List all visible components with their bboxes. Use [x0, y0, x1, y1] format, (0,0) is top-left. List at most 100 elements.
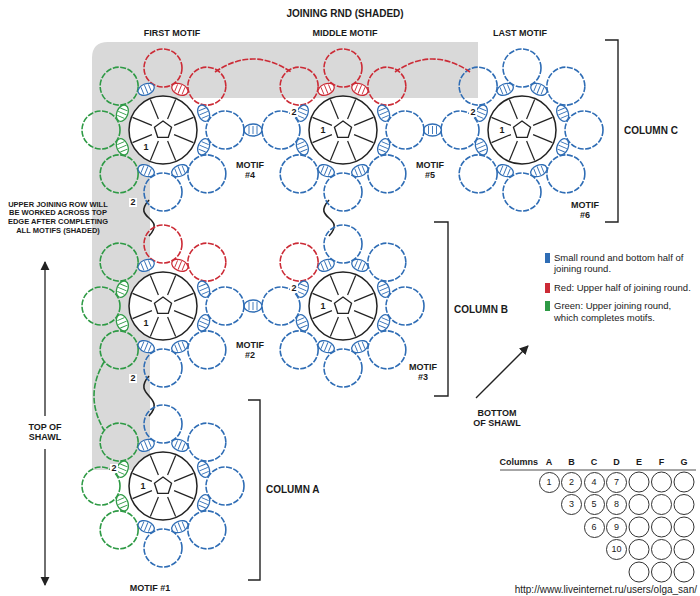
cluster-outline	[114, 103, 131, 123]
stitch-stroke	[300, 149, 307, 152]
stitch-stroke	[362, 342, 365, 349]
stitch-stroke	[175, 260, 178, 267]
stitch-stroke	[120, 149, 127, 152]
stitch-stroke	[476, 142, 483, 145]
stitch-stroke	[324, 85, 327, 93]
table-header: Columns	[499, 457, 538, 467]
motif-order-circle: 8	[606, 494, 627, 515]
stitch-stroke	[182, 166, 185, 173]
cluster-stitch	[170, 437, 190, 454]
stitch-stroke	[321, 263, 324, 270]
chain-loop	[188, 243, 226, 281]
cluster-stitch	[170, 338, 190, 355]
spoke-stitch	[509, 141, 517, 160]
cluster-outline	[170, 437, 190, 454]
stitch-stroke	[298, 287, 306, 290]
chain-loop	[144, 529, 182, 567]
cluster-stitch	[136, 518, 156, 535]
spoke-stitch	[330, 100, 338, 119]
cluster-stitch	[529, 81, 549, 98]
stitch-stroke	[503, 85, 506, 93]
stitch-stroke	[141, 263, 144, 270]
join-cluster	[424, 124, 442, 136]
empty-motif-slot	[674, 495, 694, 515]
cluster-outline	[114, 313, 131, 333]
cluster-stitch	[114, 137, 131, 157]
order-number: 5	[591, 500, 596, 509]
cluster-stitch	[170, 518, 190, 535]
spoke-stitch	[174, 117, 193, 125]
cluster-outline	[170, 338, 190, 355]
spoke-stitch	[354, 311, 373, 319]
chain-loop	[368, 243, 406, 281]
cluster-outline	[316, 257, 336, 274]
chain-loop	[100, 155, 138, 193]
stitch-stroke	[144, 441, 147, 449]
cluster-outline	[170, 518, 190, 535]
center-ring	[129, 452, 197, 520]
motif-order-circle: 7	[606, 472, 627, 493]
stitch-stroke	[355, 260, 358, 267]
stitch-stroke	[117, 471, 124, 474]
cluster-stitch	[170, 257, 190, 274]
stitch-stroke	[117, 498, 124, 501]
direction-label: TOP OF SHAWL	[19, 422, 71, 443]
stitch-stroke	[175, 169, 178, 176]
spoke-stitch	[348, 100, 356, 119]
stitch-stroke	[477, 111, 485, 114]
cluster-outline	[136, 338, 156, 355]
callout-number: 1	[319, 126, 326, 135]
spoke-stitch	[330, 276, 338, 295]
cluster-stitch	[375, 137, 392, 157]
spoke-stitch	[133, 293, 152, 301]
cluster-outline	[195, 279, 212, 299]
stitch-stroke	[382, 115, 389, 118]
spoke-stitch	[133, 117, 152, 125]
stitch-stroke	[534, 169, 537, 176]
stitch-stroke	[144, 522, 147, 530]
stitch-stroke	[297, 115, 304, 118]
callout-number: 2	[290, 108, 297, 117]
cluster-outline	[495, 81, 515, 98]
spoke-stitch	[133, 473, 152, 481]
empty-motif-slot	[652, 540, 672, 560]
spoke-stitch	[150, 100, 158, 119]
cluster-outline	[473, 137, 490, 157]
stitch-stroke	[202, 142, 209, 145]
motif-order-circle: 10	[606, 539, 627, 560]
chain-join	[144, 200, 154, 236]
stitch-stroke	[118, 467, 126, 470]
chain-loop	[324, 49, 362, 87]
stitch-stroke	[479, 108, 486, 111]
circle-shape	[584, 517, 604, 537]
cluster-outline	[375, 313, 392, 333]
chain-loop	[188, 331, 226, 369]
stitch-stroke	[118, 287, 126, 290]
center-ring	[129, 272, 197, 340]
stitch-stroke	[362, 263, 365, 270]
crochet-motif	[82, 49, 244, 211]
center-ring-start	[334, 297, 351, 313]
cluster-outline	[350, 162, 370, 179]
column-letter: B	[568, 457, 575, 467]
chain-loop	[459, 67, 497, 105]
stitch-stroke	[148, 169, 151, 176]
spoke-stitch	[168, 100, 176, 119]
cluster-stitch	[554, 103, 571, 123]
stitch-stroke	[182, 522, 185, 529]
motif-caption: FIRST MOTIF	[144, 28, 201, 38]
column-label: COLUMN B	[454, 304, 508, 316]
spoke-stitch	[168, 497, 176, 516]
circle-shape	[607, 495, 627, 515]
cluster-stitch	[136, 81, 156, 98]
order-number: 3	[569, 500, 574, 509]
spoke-stitch	[133, 135, 152, 143]
chain-loop	[280, 331, 318, 369]
stitch-stroke	[298, 111, 306, 114]
chain-loop	[206, 287, 244, 325]
cluster-outline	[136, 162, 156, 179]
stitch-stroke	[379, 321, 387, 324]
stitch-stroke	[182, 263, 185, 270]
order-number: 9	[614, 523, 619, 532]
circle-shape	[607, 472, 627, 492]
